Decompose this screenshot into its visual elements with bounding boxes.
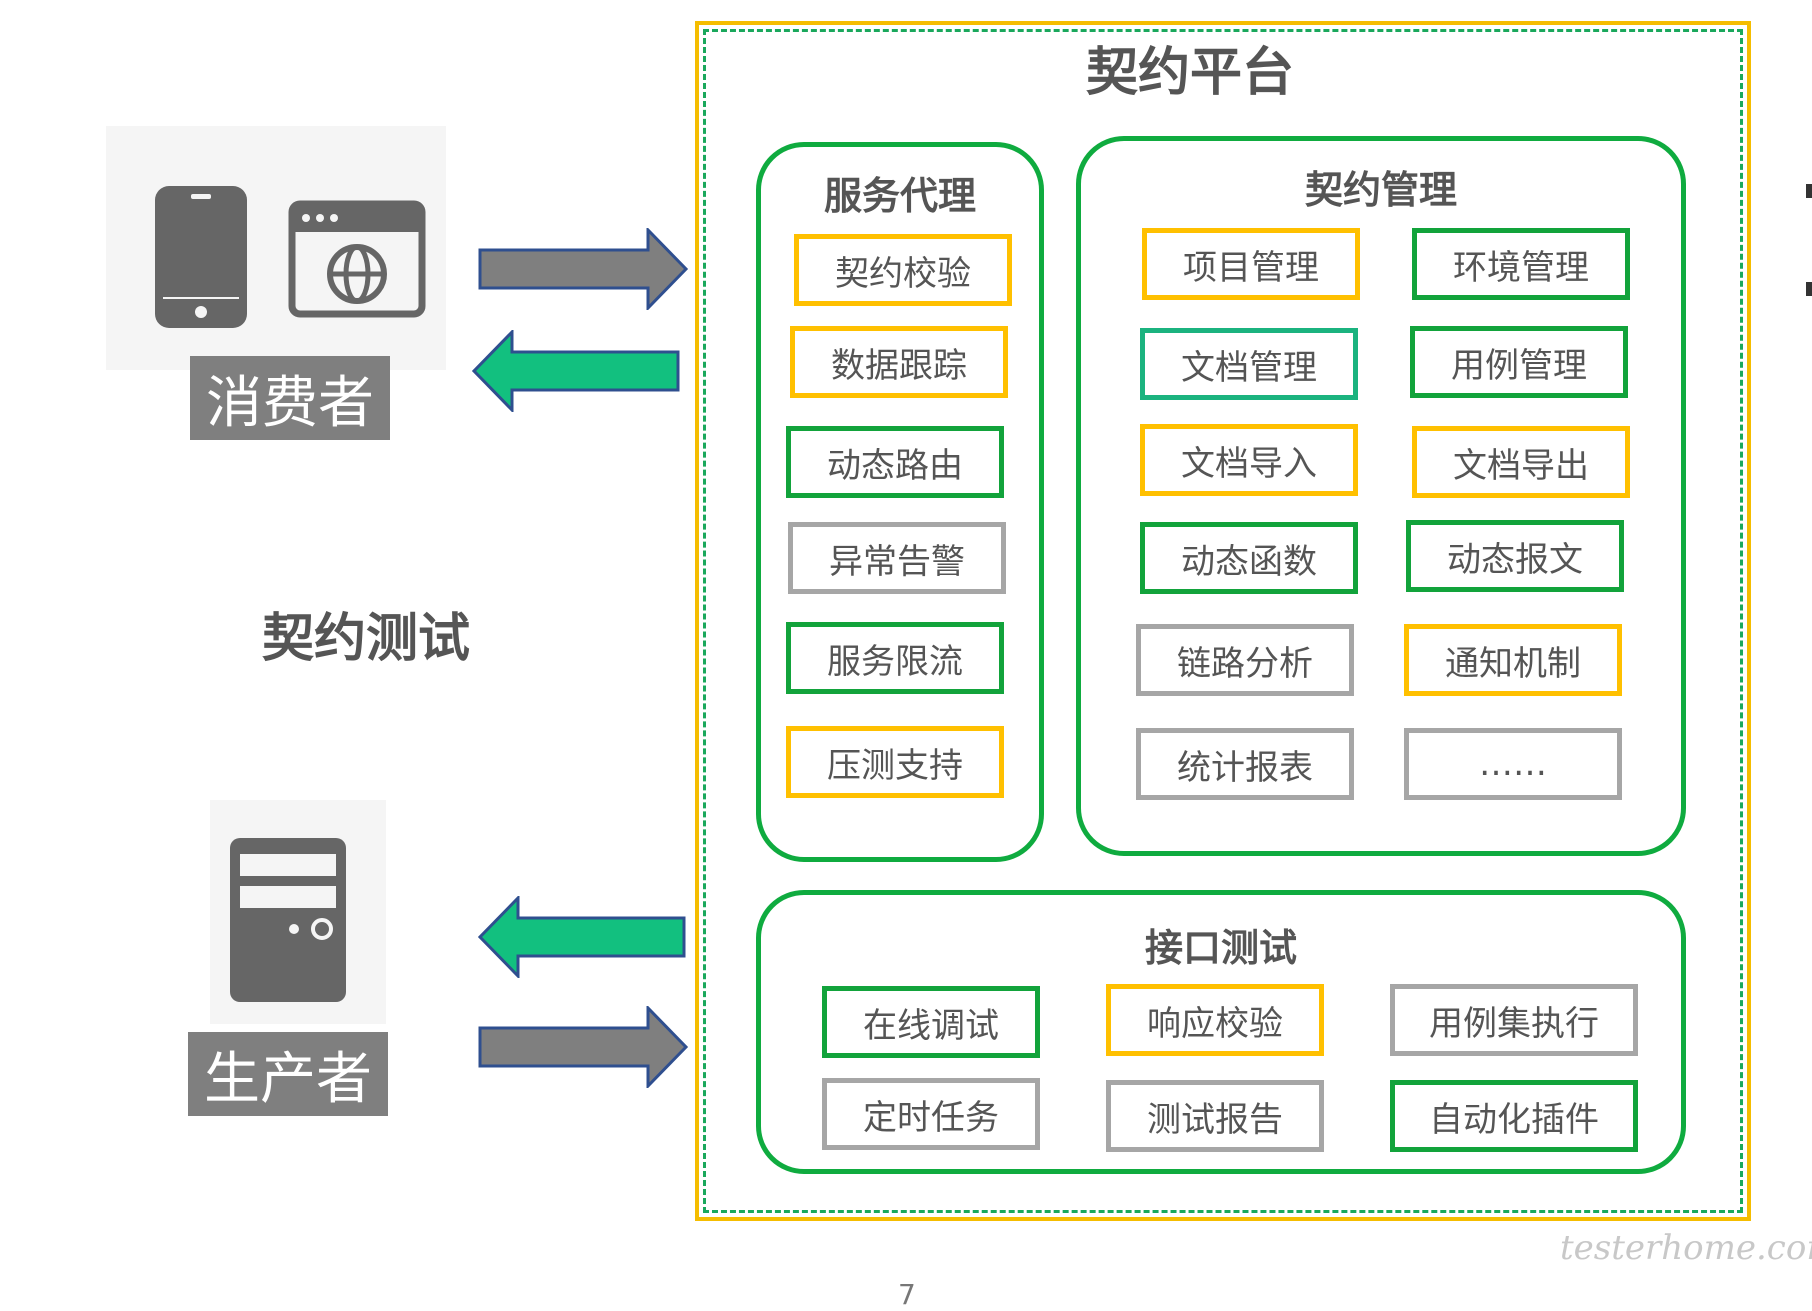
producer-label: 生产者 (188, 1032, 388, 1116)
contract-mgmt-item: 动态函数 (1140, 522, 1358, 594)
mobile-phone-icon (153, 184, 249, 330)
contract-mgmt-title: 契约管理 (1304, 168, 1457, 212)
arrow-platform-to-consumer (472, 330, 680, 412)
api-test-section: 接口测试 (756, 890, 1686, 1174)
api-test-title: 接口测试 (1144, 926, 1297, 970)
contract-mgmt-item: 链路分析 (1136, 624, 1354, 696)
service-proxy-section: 服务代理 (756, 142, 1044, 862)
arrow-consumer-to-platform (478, 228, 689, 310)
service-proxy-title: 服务代理 (823, 174, 976, 218)
api-test-item: 用例集执行 (1390, 984, 1638, 1056)
api-test-item: 测试报告 (1106, 1080, 1324, 1152)
contract-mgmt-item: 文档导入 (1140, 424, 1358, 496)
contract-mgmt-item: …… (1404, 728, 1622, 800)
service-proxy-item: 服务限流 (786, 622, 1004, 694)
arrow-platform-to-producer (478, 896, 686, 978)
platform-border-outer (695, 21, 1751, 1221)
contract-mgmt-item: 文档管理 (1140, 328, 1358, 400)
contract-mgmt-item: 通知机制 (1404, 624, 1622, 696)
contract-mgmt-item: 用例管理 (1410, 326, 1628, 398)
watermark-text: testerhome.com (1560, 1228, 1812, 1268)
api-test-item: 自动化插件 (1390, 1080, 1638, 1152)
browser-globe-icon (288, 200, 426, 318)
platform-title: 契约平台 (1085, 43, 1294, 103)
contract-mgmt-item: 统计报表 (1136, 728, 1354, 800)
service-proxy-item: 异常告警 (788, 522, 1006, 594)
contract-mgmt-item: 动态报文 (1406, 520, 1624, 592)
api-test-item: 定时任务 (822, 1078, 1040, 1150)
contract-mgmt-item: 项目管理 (1142, 228, 1360, 300)
platform-border-inner (703, 29, 1743, 1213)
contract-mgmt-item: 环境管理 (1412, 228, 1630, 300)
contract-mgmt-item: 文档导出 (1412, 426, 1630, 498)
contract-mgmt-section: 契约管理 (1076, 136, 1686, 856)
service-proxy-item: 契约校验 (794, 234, 1012, 306)
edge-marker (1806, 184, 1812, 198)
arrow-producer-to-platform (478, 1006, 689, 1088)
server-icon (230, 838, 346, 1002)
consumer-label: 消费者 (190, 356, 390, 440)
service-proxy-item: 数据跟踪 (790, 326, 1008, 398)
service-proxy-item: 压测支持 (786, 726, 1004, 798)
service-proxy-item: 动态路由 (786, 426, 1004, 498)
page-number: 7 (898, 1278, 916, 1311)
contract-test-label: 契约测试 (262, 609, 471, 669)
edge-marker (1806, 282, 1812, 296)
api-test-item: 响应校验 (1106, 984, 1324, 1056)
api-test-item: 在线调试 (822, 986, 1040, 1058)
